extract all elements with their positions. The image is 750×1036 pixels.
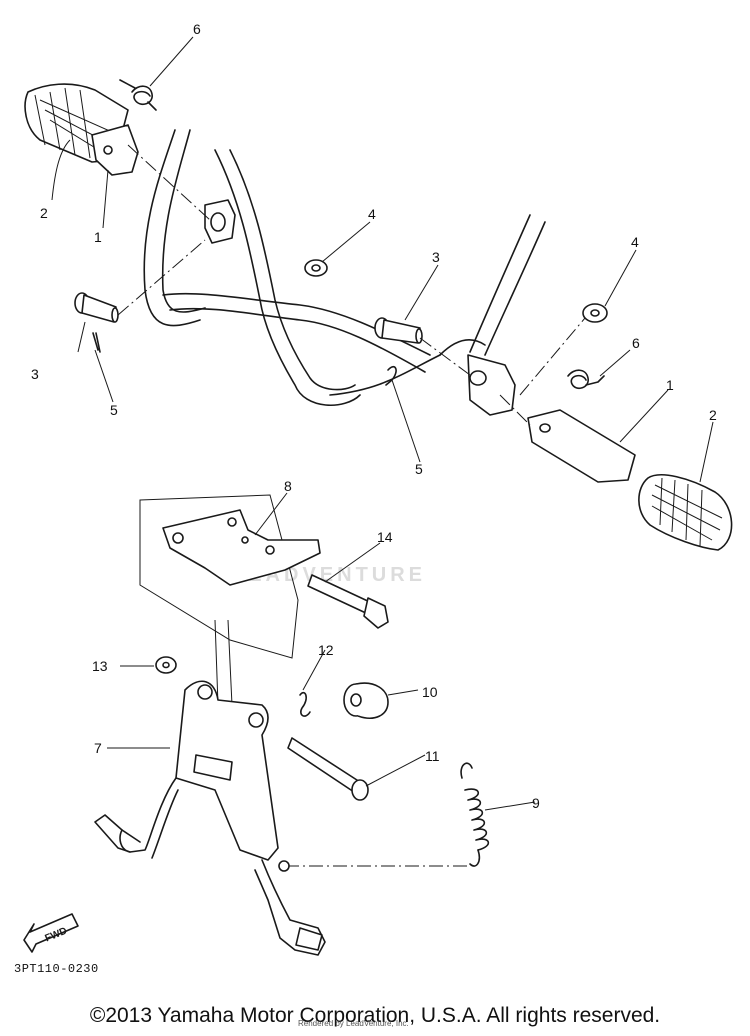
callout-13: 13 — [92, 658, 108, 674]
left-cotter-pin — [92, 332, 101, 353]
stand-spring — [460, 762, 490, 867]
callout-8: 8 — [284, 478, 292, 494]
reference-code: 3PT110-0230 — [14, 962, 99, 976]
callout-6-right: 6 — [632, 335, 640, 351]
callout-11: 11 — [425, 748, 440, 764]
right-cotter-pin — [385, 365, 397, 386]
stand-stopper — [343, 682, 389, 719]
callout-14: 14 — [377, 529, 393, 545]
callout-5-right: 5 — [415, 461, 423, 477]
forward-arrow-icon: FWD — [23, 913, 79, 953]
stand-bolt — [307, 574, 389, 629]
callout-4-upper: 4 — [368, 206, 376, 222]
callout-1-left: 1 — [94, 229, 102, 245]
callout-4-right: 4 — [631, 234, 639, 250]
right-footrest-bracket — [527, 409, 636, 483]
right-footrest-rubber — [638, 474, 733, 551]
callout-5-left: 5 — [110, 402, 118, 418]
right-washer — [582, 303, 608, 323]
left-pin — [74, 292, 119, 323]
callout-2-right: 2 — [709, 407, 717, 423]
alignment-lines — [117, 144, 586, 867]
callout-9: 9 — [532, 795, 540, 811]
callout-1-right: 1 — [666, 377, 674, 393]
callout-3-right: 3 — [432, 249, 440, 265]
left-spring — [119, 79, 157, 111]
callout-10: 10 — [422, 684, 438, 700]
parts-diagram: 6 2 1 4 3 3 5 4 6 5 1 2 8 14 13 12 10 7 … — [24, 21, 733, 956]
leader-lines — [51, 36, 714, 811]
rendered-by-credit: Rendered by LeadVenture, Inc. — [298, 1019, 409, 1028]
callout-6-upper: 6 — [193, 21, 201, 37]
copyright-notice: ©2013 Yamaha Motor Corporation, U.S.A. A… — [89, 1004, 661, 1027]
right-pin — [374, 317, 423, 344]
stand-bracket — [139, 494, 321, 706]
upper-washer — [304, 259, 328, 277]
main-stand — [94, 680, 326, 956]
callout-2-left: 2 — [40, 205, 48, 221]
callout-3-left: 3 — [31, 366, 39, 382]
callout-7: 7 — [94, 740, 102, 756]
right-spring — [567, 369, 605, 390]
left-footrest-bracket — [91, 124, 139, 176]
stand-nut — [155, 656, 177, 674]
stand-clip — [299, 691, 311, 717]
stand-pin — [287, 737, 369, 801]
callout-12: 12 — [318, 642, 334, 658]
frame-tubes — [143, 129, 546, 416]
